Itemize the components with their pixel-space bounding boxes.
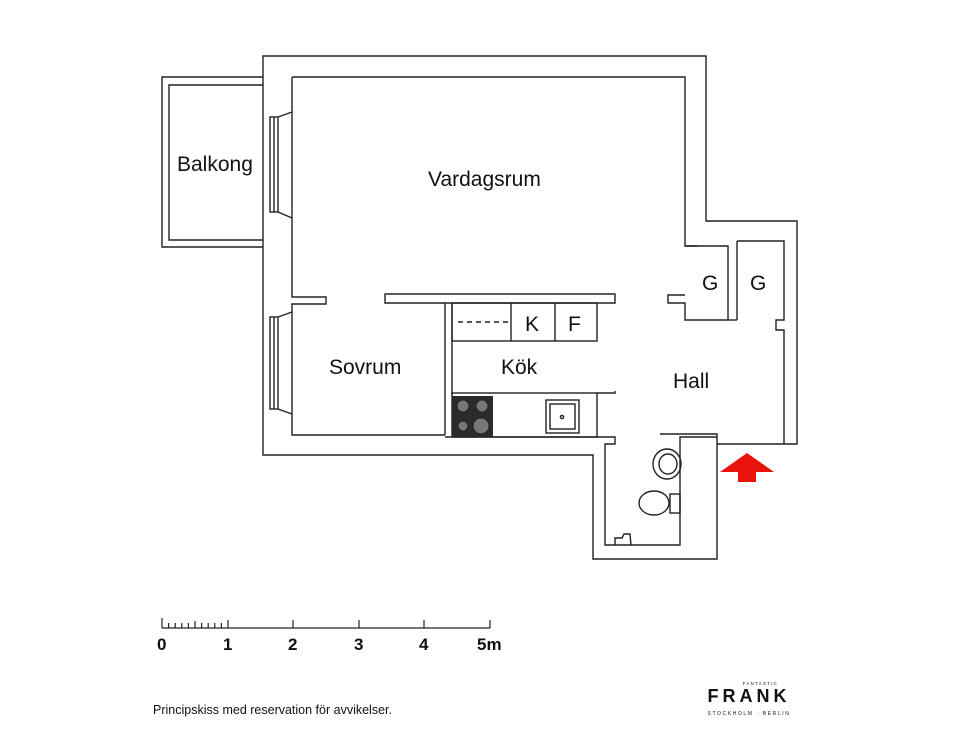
balcony-inner bbox=[168, 84, 263, 241]
bathroom-wall bbox=[597, 436, 717, 546]
inner-wall-west bbox=[291, 77, 445, 436]
wc-sink bbox=[652, 448, 682, 480]
logo-name: FRANK bbox=[707, 686, 791, 706]
room-label-vardagsrum: Vardagsrum bbox=[428, 168, 541, 191]
scale-bar bbox=[161, 618, 491, 629]
logo-tagline: FANTASTIC bbox=[742, 681, 778, 686]
cooktop bbox=[452, 396, 493, 437]
room-label-garderob-2: G bbox=[750, 272, 766, 295]
kitchen-upper-counter bbox=[451, 302, 598, 342]
toilet bbox=[638, 490, 670, 516]
wardrobe-1 bbox=[667, 245, 729, 321]
room-label-hall: Hall bbox=[673, 370, 709, 393]
appliance-label-frys: F bbox=[568, 313, 581, 336]
wardrobe-2 bbox=[737, 240, 785, 444]
frank-logo: FANTASTIC FRANK STOCKHOLM · BERLIN bbox=[700, 681, 798, 717]
scale-label-0: 0 bbox=[157, 635, 166, 654]
entrance-arrow bbox=[720, 453, 774, 482]
disclaimer-text: Principskiss med reservation för avvikel… bbox=[153, 703, 392, 717]
balcony-outline bbox=[161, 76, 263, 248]
floor-drain bbox=[614, 533, 632, 546]
logo-cities: STOCKHOLM · BERLIN bbox=[707, 711, 791, 717]
room-label-garderob-1: G bbox=[702, 272, 718, 295]
appliance-label-kyl: K bbox=[525, 313, 539, 336]
outer-wall bbox=[262, 55, 798, 560]
partition-wall bbox=[384, 293, 616, 304]
room-label-balkong: Balkong bbox=[177, 153, 253, 176]
inner-wall-main bbox=[292, 76, 697, 247]
room-label-kok: Kök bbox=[501, 356, 538, 379]
scale-label-2: 2 bbox=[288, 635, 297, 654]
scale-label-5m: 5m bbox=[477, 635, 502, 654]
scale-label-1: 1 bbox=[223, 635, 232, 654]
scale-label-4: 4 bbox=[419, 635, 429, 654]
scale-label-3: 3 bbox=[354, 635, 363, 654]
room-label-sovrum: Sovrum bbox=[329, 356, 401, 379]
kitchen-sink bbox=[545, 399, 580, 434]
